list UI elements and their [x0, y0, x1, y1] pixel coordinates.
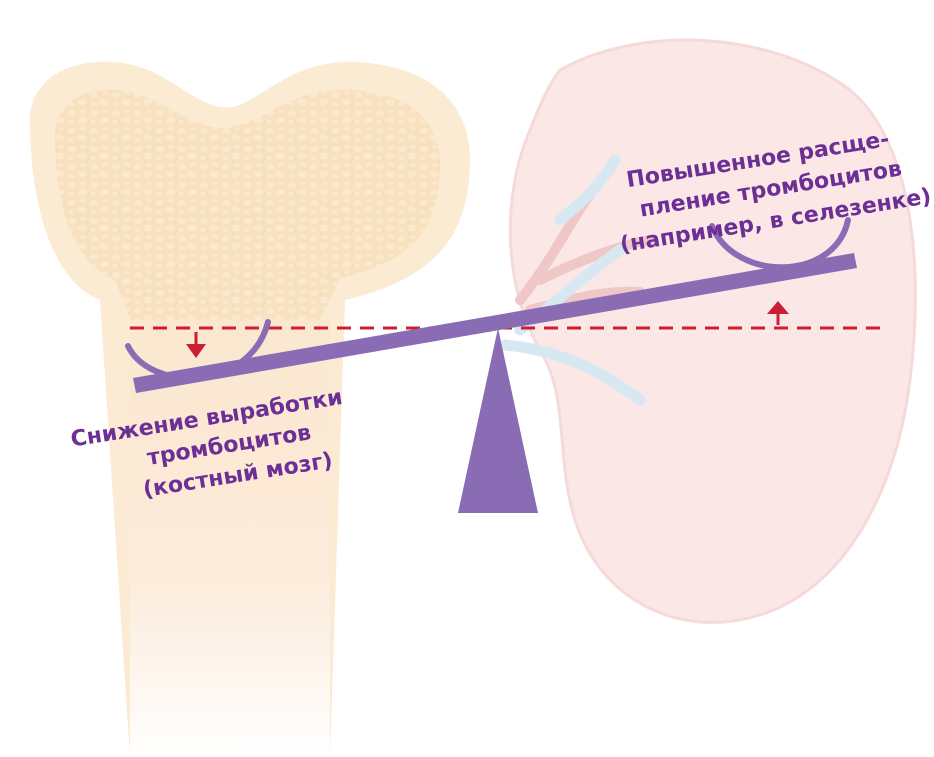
- spleen-outline: [510, 40, 915, 622]
- spleen-illustration: [505, 40, 915, 622]
- fulcrum: [458, 328, 538, 513]
